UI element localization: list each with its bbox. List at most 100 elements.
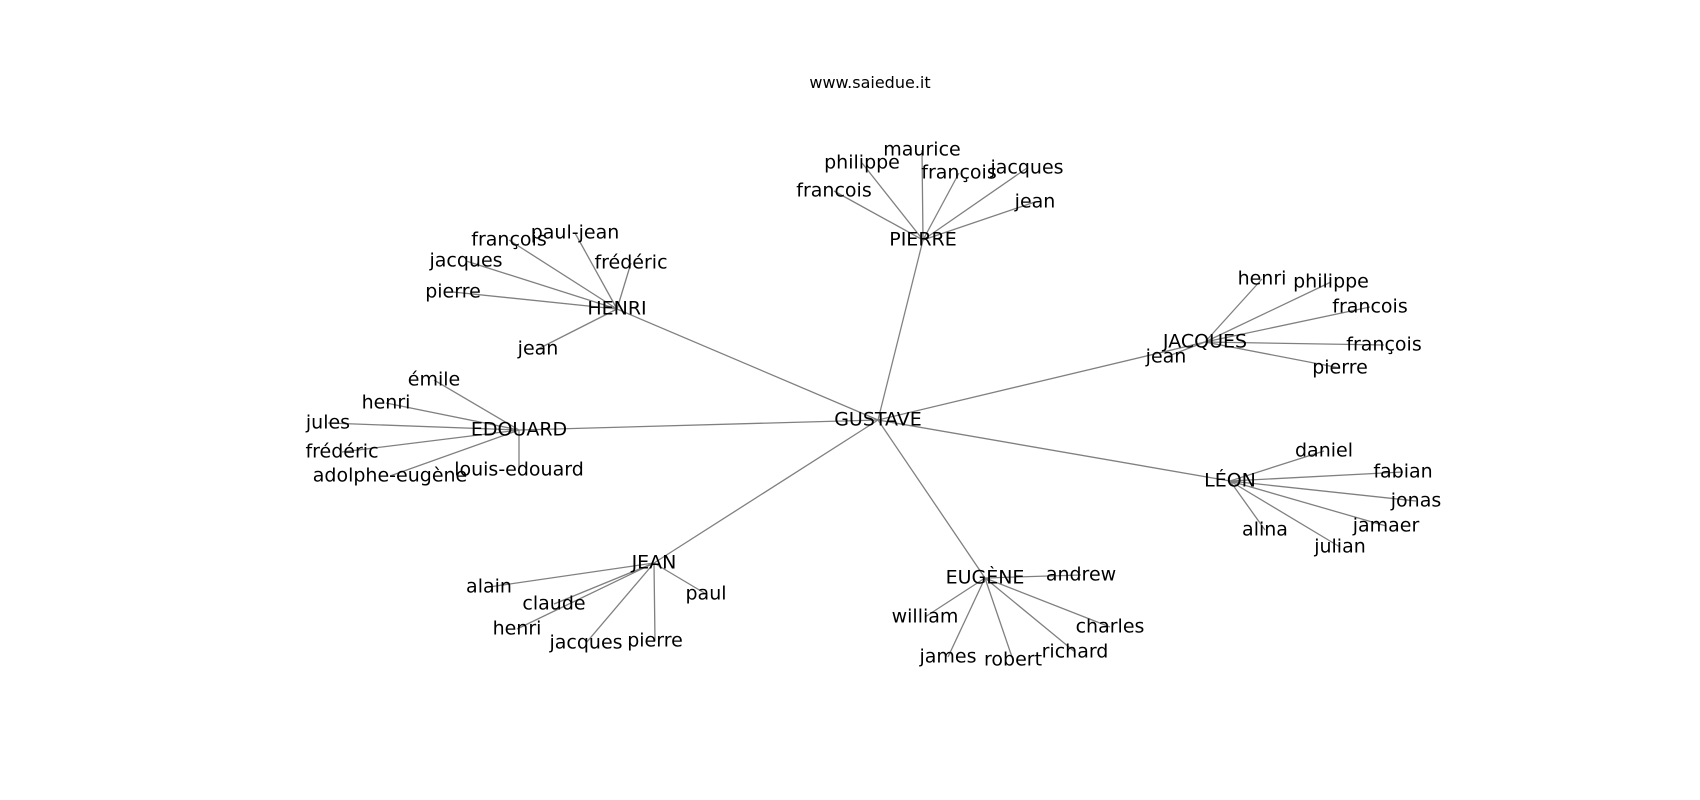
- node-jean-child-jacques: jacques: [548, 632, 622, 654]
- edge-eugene-robert: [984, 577, 1014, 661]
- node-edouard-child-henri: henri: [362, 392, 411, 414]
- node-jacques-child-pierre: pierre: [1312, 357, 1368, 379]
- node-eugene-child-charles: charles: [1076, 616, 1145, 638]
- node-edouard-child-frederic: frédéric: [305, 441, 378, 463]
- edge-leon-alina: [1229, 480, 1266, 531]
- edges-layer: [327, 149, 1417, 661]
- node-pierre-child-jean: jean: [1014, 191, 1056, 213]
- node-eugene-child-james: james: [918, 646, 976, 668]
- node-edouard: EDOUARD: [471, 419, 567, 441]
- node-jacques: JACQUES: [1162, 331, 1247, 353]
- node-pierre-child-philippe: philippe: [824, 152, 900, 174]
- edge-jean-claude: [553, 562, 655, 605]
- node-jean-child-pierre: pierre: [627, 630, 683, 652]
- edge-gustave-leon: [877, 419, 1231, 482]
- edge-henri-jacques: [465, 260, 618, 310]
- node-gustave: GUSTAVE: [834, 409, 922, 431]
- edge-pierre-jean: [922, 201, 1036, 241]
- node-henri-child-jean: jean: [517, 338, 559, 360]
- node-henri-child-frederic: frédéric: [594, 252, 667, 274]
- site-title: www.saiedue.it: [809, 73, 930, 92]
- edge-henri-francois: [508, 239, 618, 310]
- node-jean-child-paul: paul: [685, 583, 726, 605]
- edge-henri-frederic: [616, 262, 632, 310]
- node-henri-child-pierre: pierre: [425, 281, 481, 303]
- edge-edouard-jules: [327, 422, 520, 431]
- edge-gustave-henri: [616, 308, 879, 421]
- node-jacques-child-jean: jean: [1145, 346, 1187, 368]
- node-henri-child-francois: françois: [471, 229, 546, 251]
- edge-jacques-jean: [1165, 341, 1206, 358]
- node-eugene-child-robert: robert: [984, 649, 1042, 671]
- edge-edouard-henri: [385, 402, 520, 431]
- node-jacques-child-francois: françois: [1346, 334, 1421, 356]
- edge-pierre-jacques: [922, 167, 1028, 241]
- edge-jacques-francois: [1204, 341, 1385, 346]
- node-pierre-child-francois: françois: [921, 162, 996, 184]
- node-eugene-child-andrew: andrew: [1046, 564, 1116, 586]
- edge-edouard-adolphe-eugene: [389, 429, 520, 477]
- edge-pierre-francois: [922, 172, 960, 241]
- node-jean-child-alain: alain: [466, 576, 512, 598]
- edge-jacques-henri: [1204, 278, 1263, 343]
- edge-jean-pierre: [653, 562, 656, 642]
- edge-gustave-jacques: [877, 341, 1206, 421]
- edge-leon-jamaer: [1229, 480, 1387, 527]
- node-jean-child-henri: henri: [493, 618, 542, 640]
- node-henri: HENRI: [587, 298, 646, 320]
- edge-gustave-edouard: [518, 419, 879, 431]
- node-jacques-child-henri: henri: [1238, 268, 1287, 290]
- node-henri-child-jacques: jacques: [428, 250, 502, 272]
- node-leon-child-alina: alina: [1242, 519, 1288, 541]
- edge-leon-daniel: [1229, 450, 1325, 482]
- edge-jean-henri: [516, 562, 655, 630]
- edge-jean-alain: [488, 562, 655, 588]
- node-leon-child-jonas: jonas: [1390, 490, 1442, 512]
- edge-leon-jonas: [1229, 480, 1417, 502]
- edge-henri-jean: [537, 308, 618, 350]
- node-leon-child-julian: julian: [1313, 536, 1366, 558]
- node-edouard-child-jules: jules: [305, 412, 350, 434]
- edge-eugene-charles: [984, 577, 1111, 628]
- edge-henri-paul-jean: [574, 232, 618, 310]
- node-leon-child-fabian: fabian: [1373, 461, 1432, 483]
- edge-pierre-francois: [833, 190, 924, 241]
- node-jean: JEAN: [631, 552, 677, 574]
- edge-eugene-andrew: [984, 574, 1082, 579]
- edge-jacques-francois: [1204, 306, 1371, 343]
- node-leon: LÉON: [1204, 469, 1256, 492]
- edge-gustave-eugene: [877, 419, 986, 579]
- edge-eugene-william: [924, 577, 986, 618]
- edge-henri-pierre: [452, 291, 618, 310]
- node-edouard-child-adolphe-eugene: adolphe-eugène: [313, 465, 467, 487]
- node-eugene-child-richard: richard: [1042, 641, 1109, 663]
- node-eugene: EUGÈNE: [946, 566, 1025, 589]
- node-eugene-child-william: william: [892, 606, 959, 628]
- node-pierre: PIERRE: [889, 229, 956, 251]
- edge-eugene-james: [947, 577, 986, 658]
- edge-edouard-frederic: [341, 429, 520, 453]
- edge-jacques-pierre: [1204, 341, 1341, 369]
- edge-gustave-jean: [653, 419, 879, 564]
- edge-edouard-emile: [433, 379, 520, 431]
- edge-pierre-maurice: [921, 149, 924, 241]
- node-pierre-child-francois: francois: [796, 180, 871, 202]
- edge-eugene-richard: [984, 577, 1076, 653]
- edge-gustave-pierre: [877, 239, 924, 421]
- node-pierre-child-maurice: maurice: [883, 139, 960, 161]
- edge-jacques-philippe: [1204, 281, 1332, 343]
- node-edouard-child-louis-edouard: louis-edouard: [454, 459, 584, 481]
- node-edouard-child-emile: émile: [408, 369, 460, 391]
- edge-pierre-philippe: [861, 162, 924, 241]
- edge-jean-jacques: [585, 562, 655, 644]
- node-henri-child-paul-jean: paul-jean: [531, 222, 620, 244]
- edge-leon-fabian: [1229, 471, 1404, 482]
- edge-jean-paul: [653, 562, 707, 595]
- node-leon-child-jamaer: jamaer: [1352, 515, 1420, 537]
- edge-leon-julian: [1229, 480, 1341, 548]
- node-pierre-child-jacques: jacques: [989, 157, 1063, 179]
- node-jacques-child-philippe: philippe: [1293, 271, 1369, 293]
- node-jean-child-claude: claude: [522, 593, 585, 615]
